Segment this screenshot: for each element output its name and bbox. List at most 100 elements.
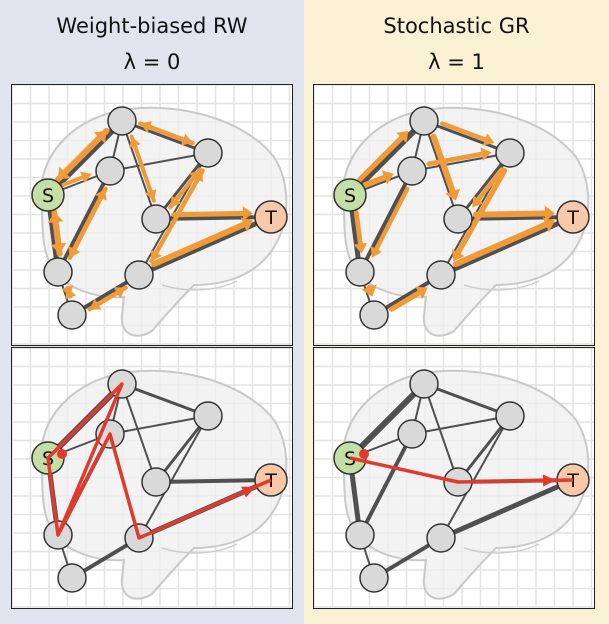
node-B xyxy=(95,156,125,186)
node-label-S: S xyxy=(344,185,356,207)
flow-arrow-head xyxy=(240,217,253,232)
node-F xyxy=(345,520,375,550)
flow-arrow-head xyxy=(95,188,107,201)
flow-arrow-head xyxy=(64,287,77,300)
node-D xyxy=(141,204,171,234)
flow-arrow-head xyxy=(370,246,383,258)
flow-arrow-shaft xyxy=(440,121,492,144)
flow-arrow-head xyxy=(140,121,152,134)
flow-arrow-shaft xyxy=(143,123,195,146)
flow-arrow-head xyxy=(57,166,71,180)
node-E xyxy=(426,523,456,553)
node-A xyxy=(409,369,439,399)
path-start-dot xyxy=(359,449,369,459)
edge-B-C xyxy=(109,152,209,172)
node-E xyxy=(426,260,456,290)
node-label-T: T xyxy=(264,207,277,229)
edge-B-F xyxy=(358,169,414,274)
node-E xyxy=(124,260,154,290)
column-title: Weight-biased RW xyxy=(56,14,248,38)
target-node xyxy=(556,200,590,234)
network-diagram-gr-path: ST xyxy=(314,348,594,608)
network-diagram-gr-flow: ST xyxy=(314,85,594,345)
flow-arrow-shaft xyxy=(61,173,89,187)
edge-D-T xyxy=(154,478,273,484)
flow-arrow-head xyxy=(192,170,203,183)
flow-arrow-head xyxy=(451,249,465,262)
flow-arrow-shaft xyxy=(357,132,407,183)
flow-arrow-head xyxy=(445,188,461,201)
edge-A-C xyxy=(120,119,210,155)
edge-A-C xyxy=(120,382,210,418)
flow-arrow-head xyxy=(415,286,428,299)
flow-arrow-shaft xyxy=(67,191,105,261)
flow-arrow-head xyxy=(361,284,377,297)
node-C xyxy=(495,138,525,168)
edge-A-D xyxy=(423,120,459,220)
network-diagram-rw-path: ST xyxy=(12,348,292,608)
flow-arrow-shaft xyxy=(353,209,364,251)
flow-arrow-head xyxy=(482,133,495,146)
node-A xyxy=(107,106,137,136)
node-F xyxy=(345,257,375,287)
node-D xyxy=(141,467,171,497)
walk-path xyxy=(46,382,272,540)
flow-arrow-shaft xyxy=(168,172,199,210)
flow-arrow-shaft xyxy=(149,173,202,264)
path-arrow-head xyxy=(241,486,256,498)
node-B xyxy=(397,419,427,449)
edge-C-E xyxy=(440,415,511,539)
node-B xyxy=(397,156,427,186)
node-C xyxy=(495,401,525,431)
brain-fold xyxy=(463,543,540,554)
walk-path xyxy=(349,456,574,484)
flow-arrow-shaft xyxy=(171,210,250,218)
edge-B-C xyxy=(109,415,209,435)
node-C xyxy=(193,401,223,431)
flow-arrow-shaft xyxy=(131,140,156,203)
flow-arrow-shaft xyxy=(150,219,251,268)
flow-arrow-shaft xyxy=(362,173,391,188)
edge-B-F xyxy=(56,169,112,274)
brain-fold xyxy=(463,280,540,291)
flow-arrow-shaft xyxy=(473,167,505,205)
flow-arrow-head xyxy=(542,217,555,232)
flow-arrow-shaft xyxy=(59,127,110,179)
flow-arrow-shaft xyxy=(52,215,63,257)
node-G xyxy=(359,563,389,593)
flow-arrow-shaft xyxy=(388,288,426,312)
edge-C-E xyxy=(138,415,209,539)
node-label-T: T xyxy=(566,207,579,229)
flow-arrow-shaft xyxy=(87,288,123,312)
flow-arrow-shaft xyxy=(472,210,552,218)
flow-arrow-head xyxy=(396,130,409,144)
flow-arrow-head xyxy=(47,212,64,224)
edge-B-C xyxy=(411,415,511,435)
flow-arrow-head xyxy=(480,147,492,161)
flow-arrow-head xyxy=(353,242,368,254)
edge-S-A xyxy=(347,381,427,461)
node-label-S: S xyxy=(42,185,54,207)
flow-arrow-head xyxy=(381,170,394,185)
edge-A-D xyxy=(121,120,157,220)
flow-arrow-head xyxy=(113,287,126,299)
flow-arrow-head xyxy=(544,205,555,222)
node-D xyxy=(443,204,473,234)
node-C xyxy=(193,138,223,168)
path-arrow-head xyxy=(542,474,557,487)
flow-arrow-head xyxy=(242,206,253,221)
flow-arrow-shaft xyxy=(430,133,457,199)
node-G xyxy=(359,300,389,330)
node-G xyxy=(57,563,87,593)
brain-fold xyxy=(161,280,238,291)
flow-arrow-shaft xyxy=(426,151,489,167)
source-node xyxy=(31,178,65,212)
network-diagram-rw-flow: ST xyxy=(12,85,292,345)
node-G xyxy=(57,300,87,330)
